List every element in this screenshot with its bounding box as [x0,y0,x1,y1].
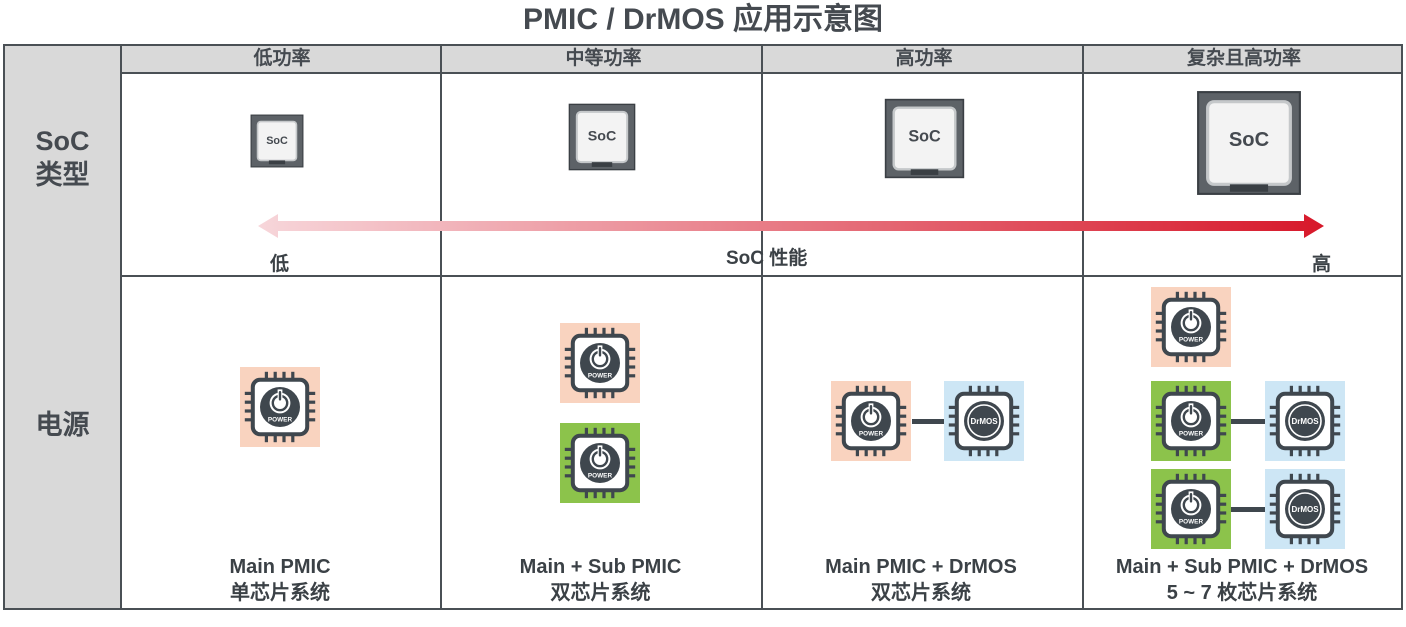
row-header-power: 电源 [35,410,90,440]
main-pmic-chip: POWER [831,381,911,461]
column-header-medium: 中等功率 [565,48,642,69]
soc-chip-medium: SoC [568,103,636,171]
power-label: POWER [1179,518,1204,525]
page-title: PMIC / DrMOS 应用示意图 [522,3,883,36]
diagram-table: SoC 类型 电源 低功率 中等功率 高功率 复杂且高功率 [3,44,1403,610]
soc-chip-label: SoC [588,128,617,144]
drmos-chip: DrMOS [944,381,1024,461]
main-pmic-chip: POWER [240,367,320,447]
drmos-label: DrMOS [1291,417,1319,426]
soc-chip-label: SoC [1229,129,1269,151]
footer-medium-line2: 双芯片系统 [550,582,651,604]
axis-low-label: 低 [270,254,290,275]
drmos-label: DrMOS [1291,505,1319,514]
main-pmic-chip: POWER [560,323,640,403]
chip-connector [912,419,944,424]
chip-connector [1231,419,1265,424]
footer-high-line1: Main PMIC + DrMOS [825,556,1017,578]
column-header-low: 低功率 [253,48,311,69]
footer-complex: Main + Sub PMIC + DrMOS 5 ~ 7 枚芯片系统 [1082,554,1402,606]
power-label: POWER [1179,430,1204,437]
sub-pmic-chip: POWER [1151,469,1231,549]
soc-chip-label: SoC [908,128,941,146]
footer-complex-line1: Main + Sub PMIC + DrMOS [1115,556,1369,578]
soc-chip-large: SoC [884,98,965,179]
footer-low-line2: 单芯片系统 [230,582,330,604]
column-header-high: 高功率 [895,48,953,69]
row-header-column [5,46,122,608]
footer-low-line1: Main PMIC [229,556,331,578]
footer-high-line2: 双芯片系统 [871,582,971,604]
chip-connector [1231,507,1265,512]
sub-pmic-chip: POWER [1151,381,1231,461]
row-header-soc: SoC 类型 [5,124,120,192]
footer-high: Main PMIC + DrMOS 双芯片系统 [761,554,1081,606]
soc-chip-small: SoC [250,114,304,168]
axis-label: SoC 性能 [726,248,808,269]
sub-pmic-chip: POWER [560,423,640,503]
footer-medium-line1: Main + Sub PMIC [519,556,682,578]
power-label: POWER [859,430,884,437]
power-label: POWER [588,472,613,479]
footer-complex-line2: 5 ~ 7 枚芯片系统 [1166,582,1318,604]
main-pmic-chip: POWER [1151,287,1231,367]
power-label: POWER [588,372,613,379]
drmos-label: DrMOS [970,417,998,426]
drmos-chip: DrMOS [1265,381,1345,461]
footer-low: Main PMIC 单芯片系统 [120,554,440,606]
axis-high-label: 高 [1312,254,1332,275]
row-header-soc-line1: SoC [35,126,90,156]
soc-chip-xlarge: SoC [1197,91,1301,195]
footer-medium: Main + Sub PMIC 双芯片系统 [440,554,761,606]
soc-chip-label: SoC [266,135,288,147]
power-label: POWER [1179,336,1204,343]
performance-arrow [258,214,1324,238]
drmos-chip: DrMOS [1265,469,1345,549]
row-header-soc-line2: 类型 [35,160,90,190]
power-label: POWER [268,416,293,423]
column-header-complex: 复杂且高功率 [1186,48,1301,69]
